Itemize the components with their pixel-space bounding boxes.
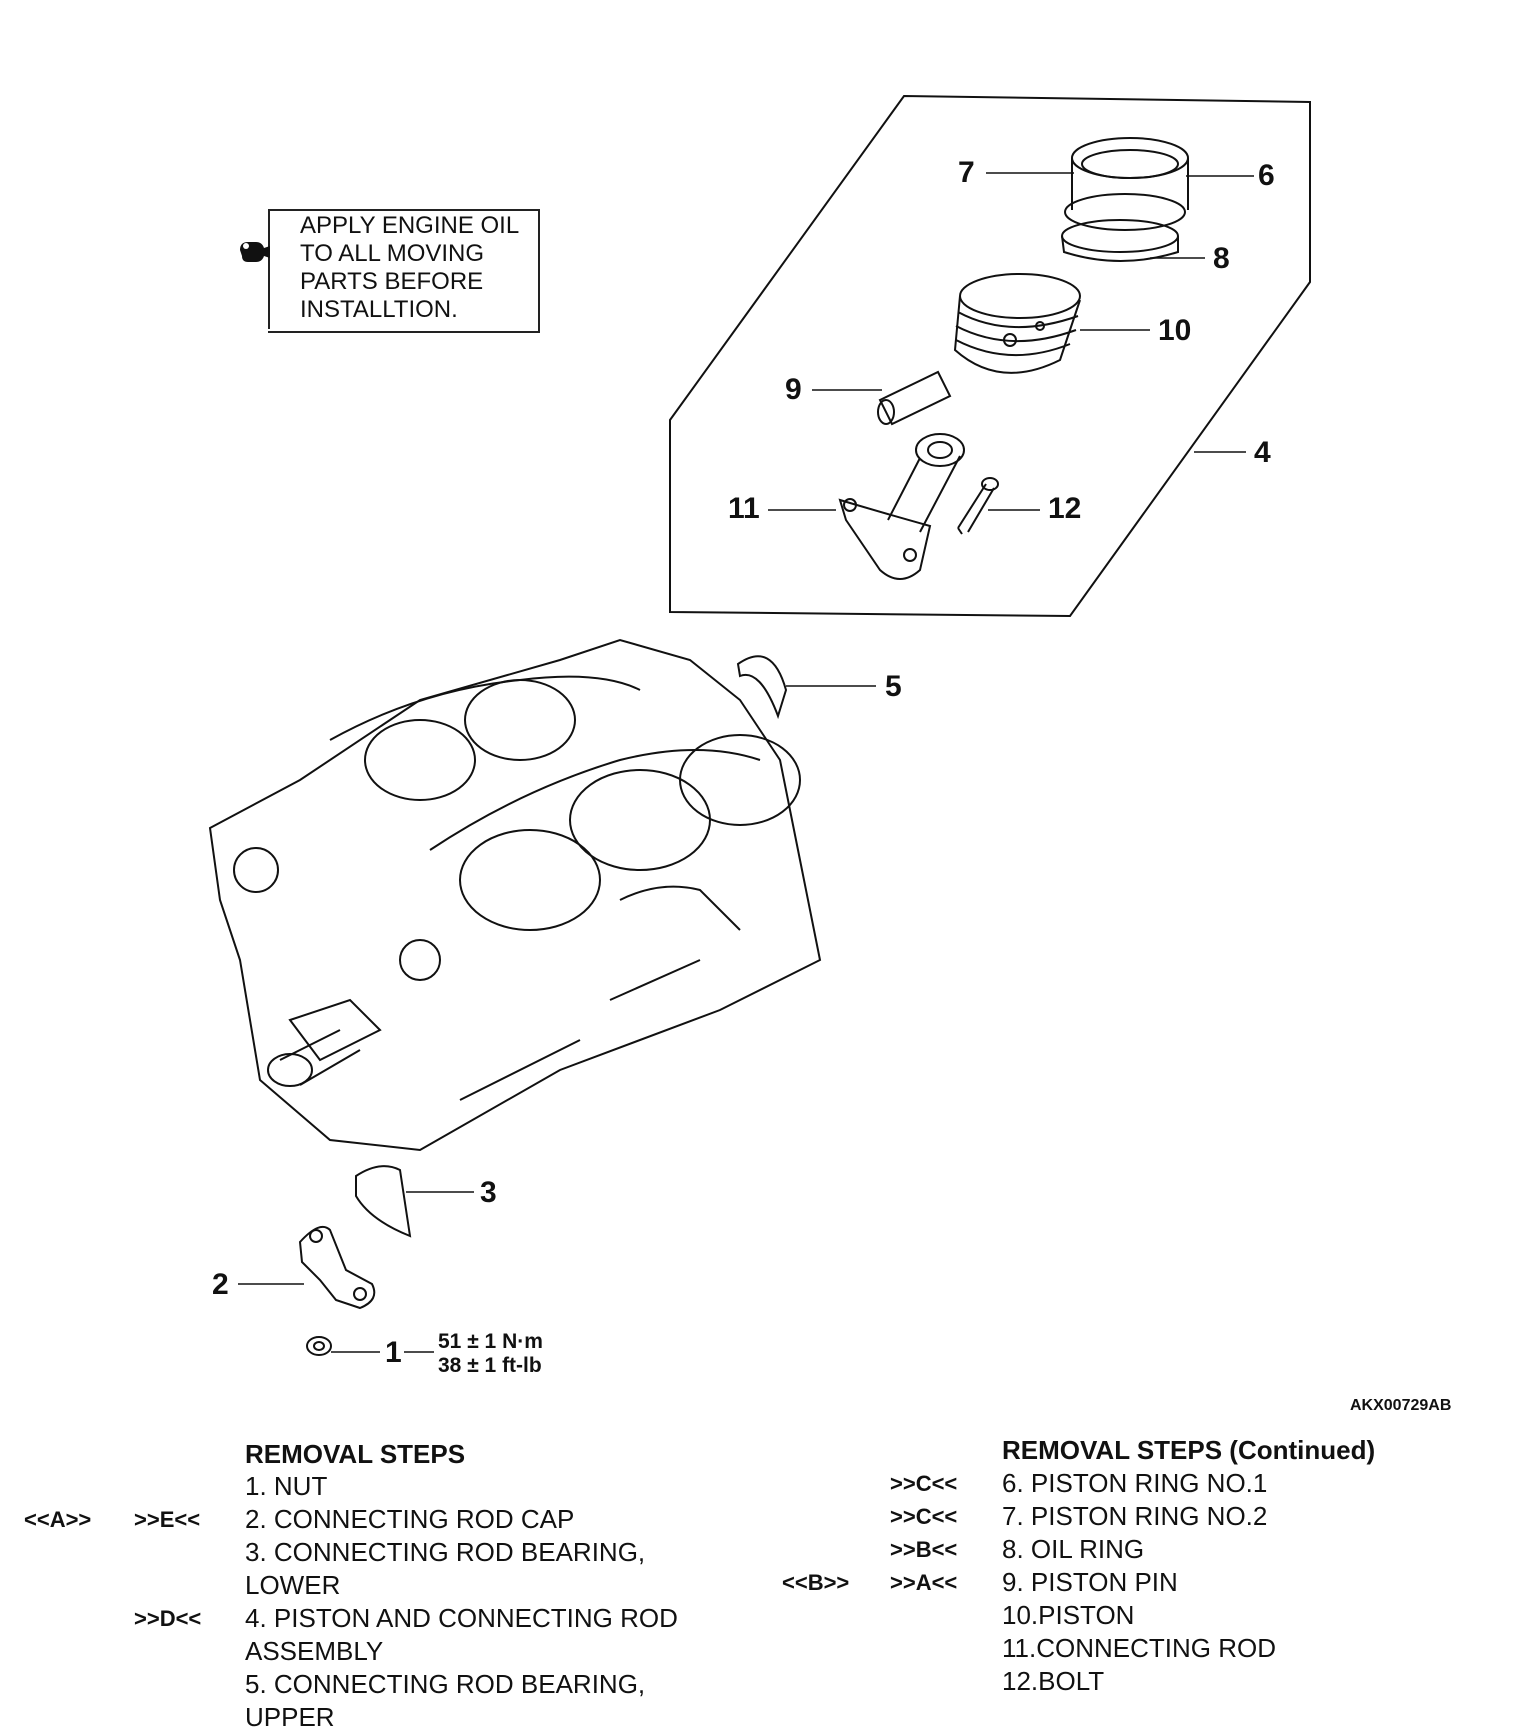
callout-8: 8 (1213, 242, 1230, 275)
note-line: APPLY ENGINE OIL (300, 212, 520, 239)
step-row: 1. NUT (245, 1471, 328, 1501)
step-code-b: >>D<< (134, 1606, 202, 1631)
step-code-b: >>A<< (890, 1570, 958, 1595)
callout-9: 9 (785, 373, 802, 406)
callout-5: 5 (885, 670, 902, 703)
callout-1: 1 (385, 1336, 402, 1369)
nut-drawing (306, 1336, 332, 1356)
step-row: 10.PISTON (1002, 1600, 1135, 1630)
callout-3: 3 (480, 1176, 497, 1209)
upper-bearing-drawing (736, 655, 788, 720)
bolt-drawing (957, 477, 999, 535)
step-row: ASSEMBLY (245, 1636, 384, 1666)
step-row: 9. PISTON PIN (1002, 1567, 1178, 1597)
torque-metric: 51 ± 1 N·m (438, 1330, 543, 1353)
note-line: INSTALLTION. (300, 296, 458, 323)
step-row: 3. CONNECTING ROD BEARING, (245, 1537, 646, 1567)
torque-spec: 51 ± 1 N·m 38 ± 1 ft-lb (438, 1330, 543, 1378)
note-text: APPLY ENGINE OIL TO ALL MOVING PARTS BEF… (300, 212, 519, 324)
step-row: 6. PISTON RING NO.1 (1002, 1468, 1268, 1498)
steps-header-continued: REMOVAL STEPS (Continued) (1002, 1435, 1376, 1465)
step-code-b: >>E<< (134, 1507, 201, 1532)
lower-bearing-drawing (355, 1165, 412, 1238)
step-code-a: <<B>> (782, 1570, 850, 1595)
connecting-rod-drawing (838, 433, 965, 580)
callout-4: 4 (1254, 436, 1271, 469)
note-line: TO ALL MOVING (300, 240, 485, 267)
step-row: UPPER (245, 1702, 335, 1732)
note-box (268, 209, 540, 333)
piston-rings-drawing (1061, 137, 1189, 262)
piston-pin-drawing (877, 370, 952, 426)
callout-12: 12 (1048, 492, 1082, 525)
step-row: 4. PISTON AND CONNECTING ROD (245, 1603, 678, 1633)
step-row: 8. OIL RING (1002, 1534, 1145, 1564)
step-row: 12.BOLT (1002, 1666, 1105, 1696)
rod-cap-drawing (298, 1226, 376, 1310)
figure-reference: AKX00729AB (1350, 1397, 1452, 1414)
step-row: 5. CONNECTING ROD BEARING, (245, 1669, 646, 1699)
assembly-enclosure (669, 94, 1311, 618)
step-row: LOWER (245, 1570, 341, 1600)
step-row: 7. PISTON RING NO.2 (1002, 1501, 1268, 1531)
step-row: 11.CONNECTING ROD (1002, 1633, 1276, 1663)
oil-can-icon (240, 242, 270, 262)
step-code-b: >>C<< (890, 1471, 958, 1496)
steps-header: REMOVAL STEPS (245, 1439, 466, 1469)
callout-6: 6 (1258, 159, 1275, 192)
callout-11: 11 (728, 492, 760, 525)
callout-2: 2 (212, 1268, 229, 1301)
piston-drawing (953, 273, 1081, 374)
step-code-b: >>C<< (890, 1504, 958, 1529)
torque-imperial: 38 ± 1 ft-lb (438, 1354, 542, 1377)
step-row: 2. CONNECTING ROD CAP (245, 1504, 575, 1534)
note-line: PARTS BEFORE (300, 268, 484, 295)
engine-block-drawing (208, 638, 822, 1152)
step-code-a: <<A>> (24, 1507, 92, 1532)
leader-lines (238, 172, 1254, 1353)
step-code-b: >>B<< (890, 1537, 958, 1562)
callout-7: 7 (958, 156, 975, 189)
callout-10: 10 (1158, 314, 1192, 347)
note-box-left-border (268, 209, 270, 329)
